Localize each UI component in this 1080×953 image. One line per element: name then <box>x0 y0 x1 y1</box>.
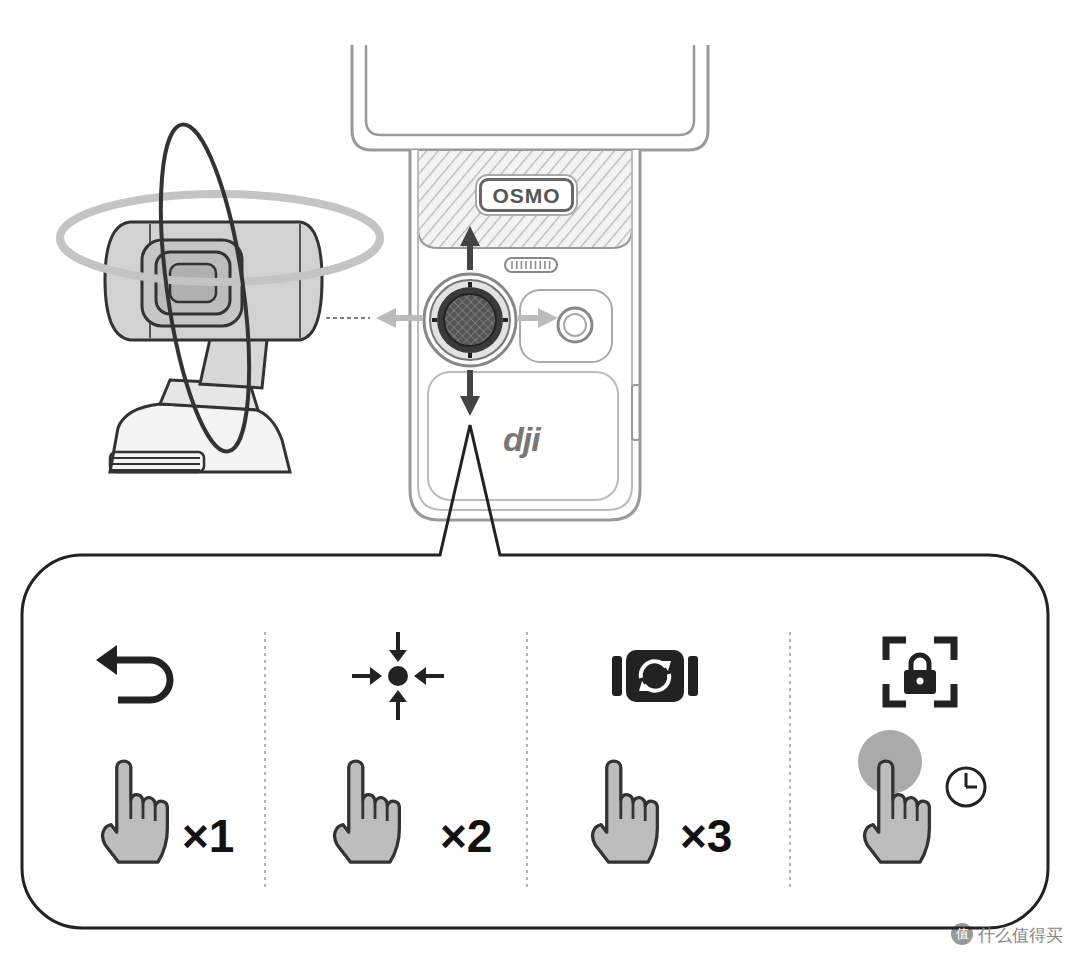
watermark-badge <box>951 923 973 945</box>
hand-icon <box>103 761 168 862</box>
device-body <box>352 45 708 520</box>
label-badge: OSMO <box>479 178 574 212</box>
flip-icon <box>612 650 698 702</box>
record-button <box>558 308 592 342</box>
callout-outline <box>22 425 1048 928</box>
brand-text: OSMO <box>493 184 560 207</box>
watermark: 什么值得买 <box>978 924 1063 947</box>
press-count: ×2 <box>440 813 492 859</box>
hand-icon <box>593 761 658 862</box>
callout-outline <box>22 555 1048 928</box>
joystick <box>424 274 516 366</box>
gimbal-camera <box>60 119 380 472</box>
speaker-grille <box>512 261 550 269</box>
callout-panel: ×1 ×2 ×3 <box>22 555 1048 928</box>
hand-icon <box>865 761 930 862</box>
press-count: ×1 <box>182 813 234 859</box>
brand-logo: dji <box>503 420 540 459</box>
hand-icon <box>335 761 400 862</box>
lock-icon <box>886 640 954 704</box>
press-count: ×3 <box>680 813 732 859</box>
panel-divider <box>265 632 790 888</box>
back-icon <box>96 645 170 700</box>
recenter-icon <box>352 632 444 720</box>
watermark-icon: 值 <box>951 923 973 945</box>
clock-icon <box>947 768 985 806</box>
direction-arrows <box>376 226 558 416</box>
